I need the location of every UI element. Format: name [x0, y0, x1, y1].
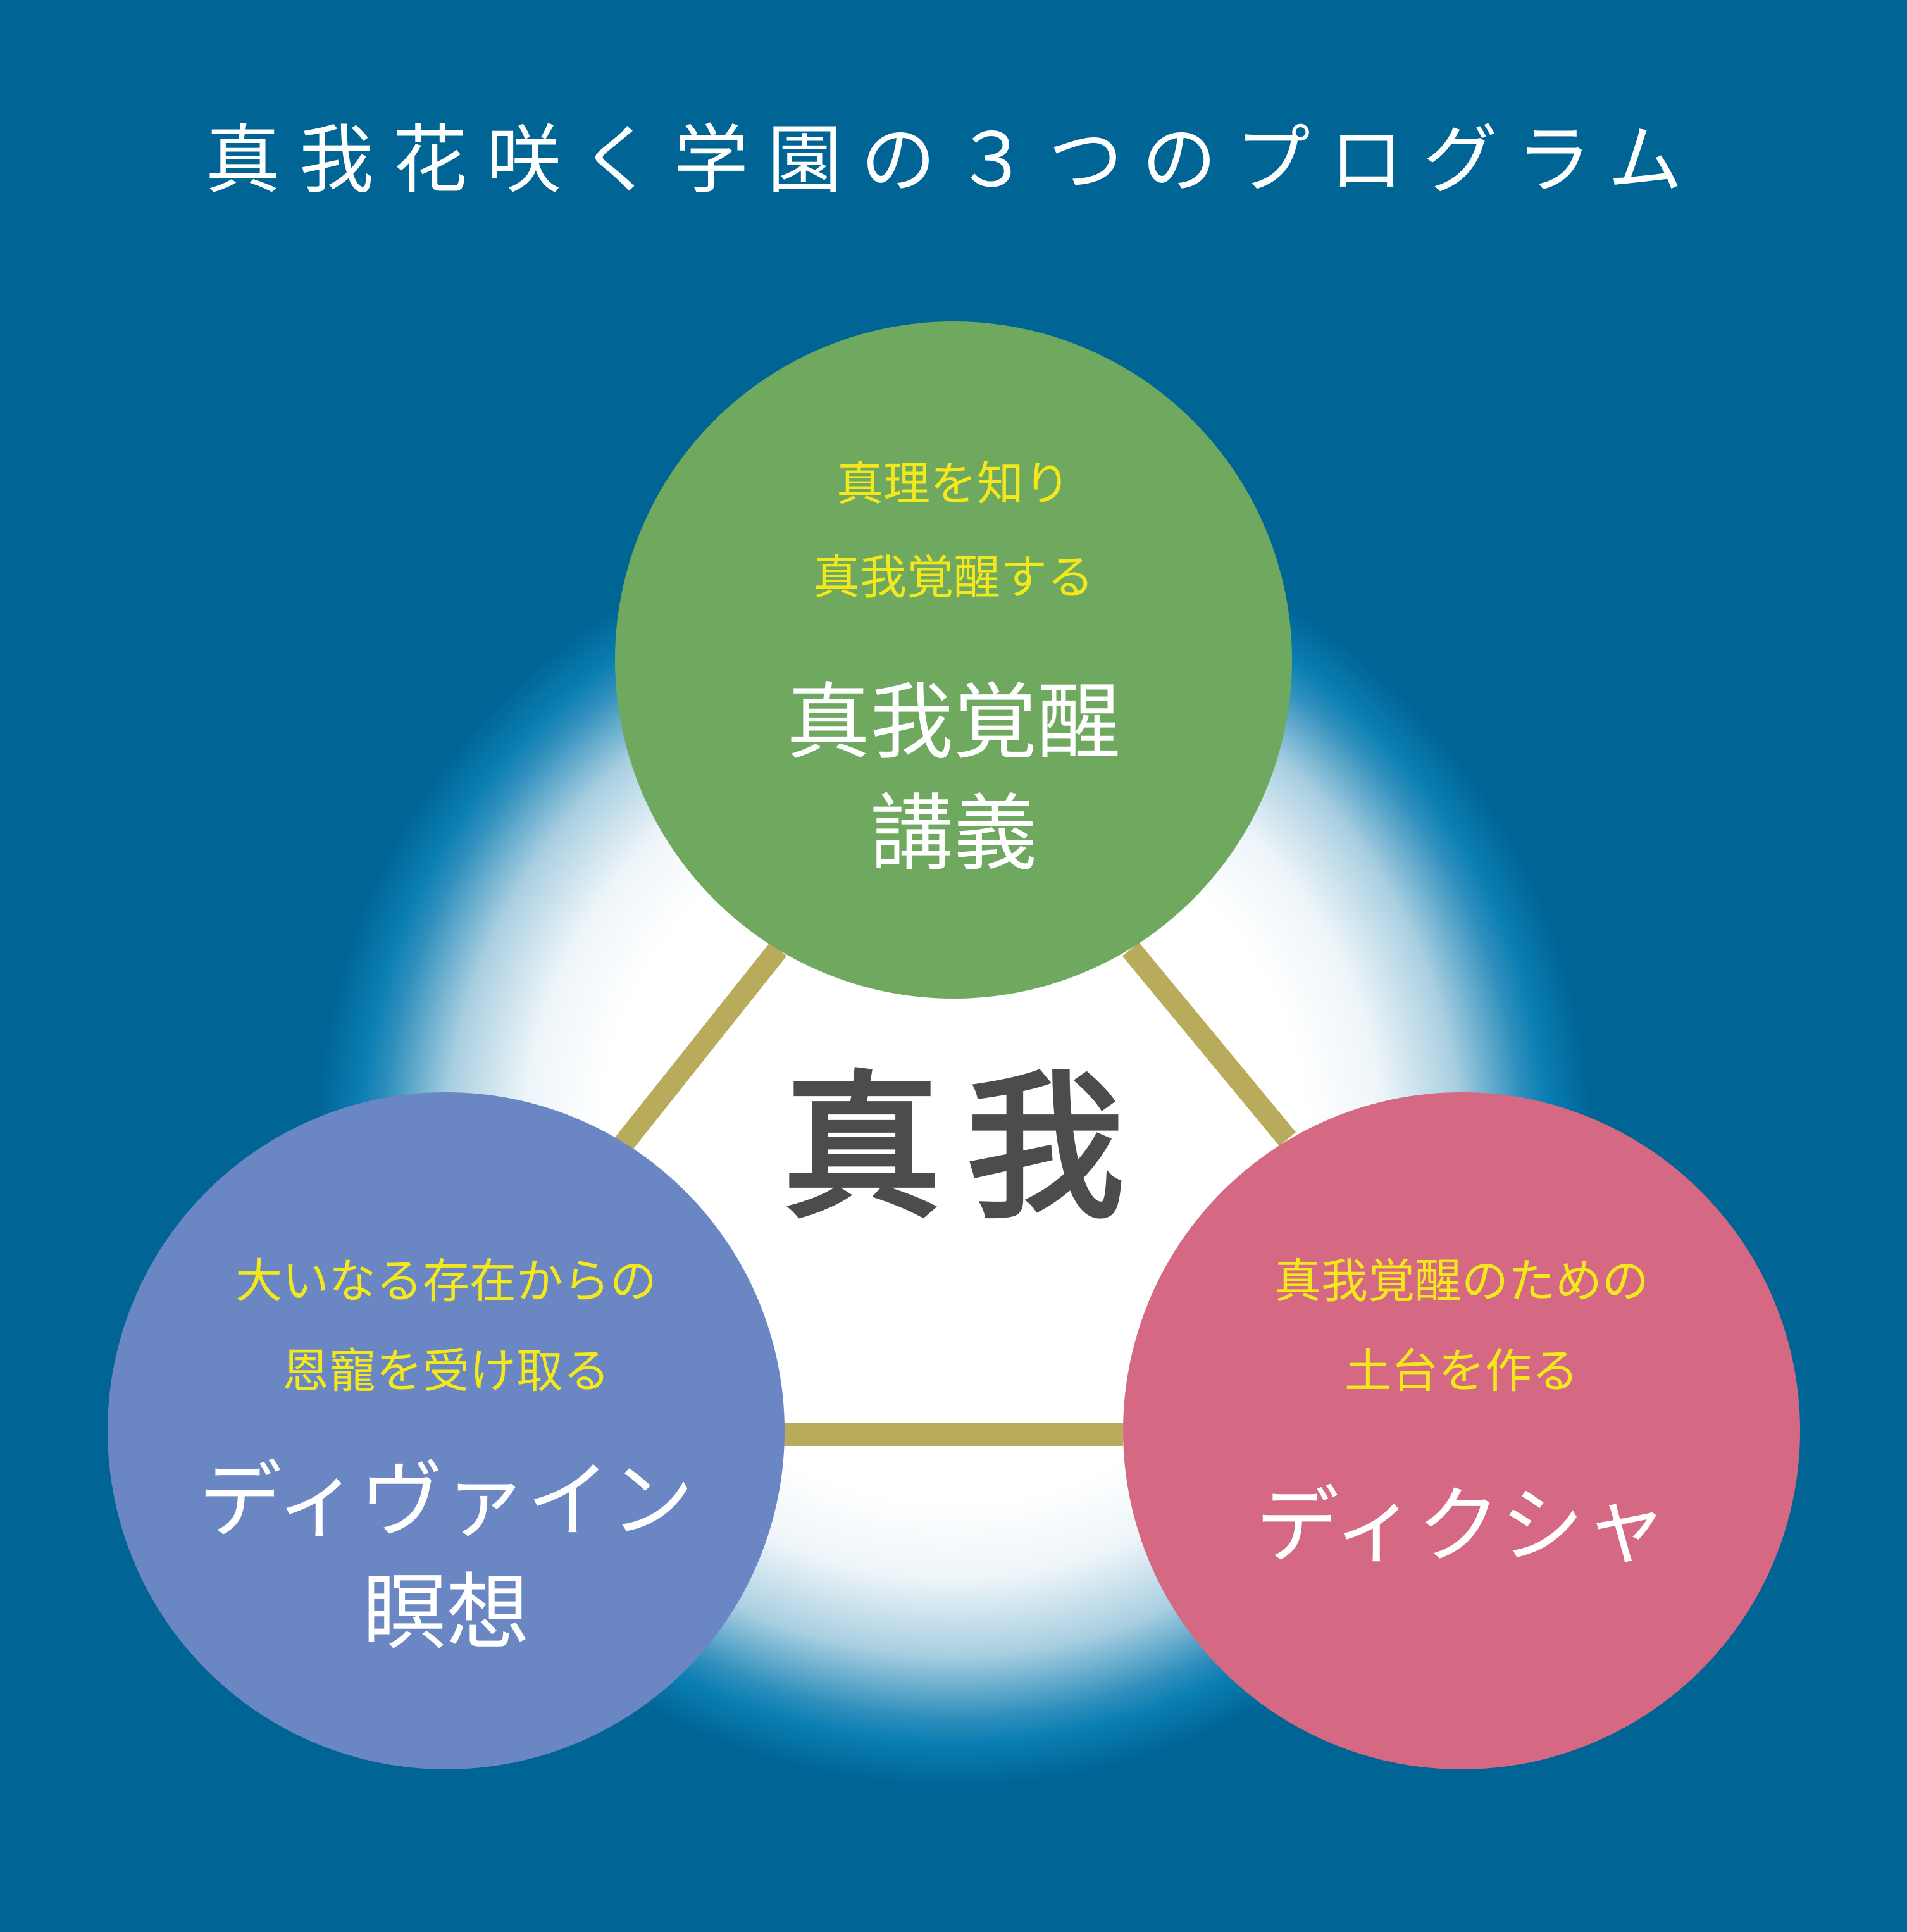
- program-diksha-name-line-1: ディクシャ: [1255, 1478, 1668, 1575]
- connector-top-left: [612, 942, 787, 1154]
- program-circle-meditation: [108, 1092, 785, 1769]
- program-meditation-subtitle-line-1: 大いなる存在からの: [235, 1254, 657, 1309]
- program-circle-lecture: [615, 321, 1292, 999]
- program-meditation-name-line-1: ディヴァイン: [198, 1452, 694, 1550]
- connector-top-right: [1122, 942, 1296, 1146]
- program-diksha-subtitle-line-2: 土台を作る: [1345, 1344, 1579, 1399]
- program-meditation-subtitle-line-2: 恩寵を受け取る: [282, 1344, 610, 1399]
- program-lecture-subtitle-line-2: 真我覚醒する: [813, 551, 1094, 605]
- program-meditation-name-line-2: 瞑想: [363, 1564, 530, 1662]
- center-label: 真我: [783, 1056, 1150, 1240]
- program-diksha-subtitle-line-1: 真我覚醒のための: [1274, 1254, 1649, 1309]
- program-lecture-name-line-2: 講義: [870, 785, 1037, 883]
- program-lecture-subtitle-line-1: 真理を知り: [836, 457, 1071, 511]
- page-title: 真我花咲く学園の３つのプログラム: [205, 116, 1702, 204]
- program-lecture-name-line-1: 真我覚醒: [786, 674, 1121, 771]
- program-circle-diksha: [1123, 1092, 1800, 1769]
